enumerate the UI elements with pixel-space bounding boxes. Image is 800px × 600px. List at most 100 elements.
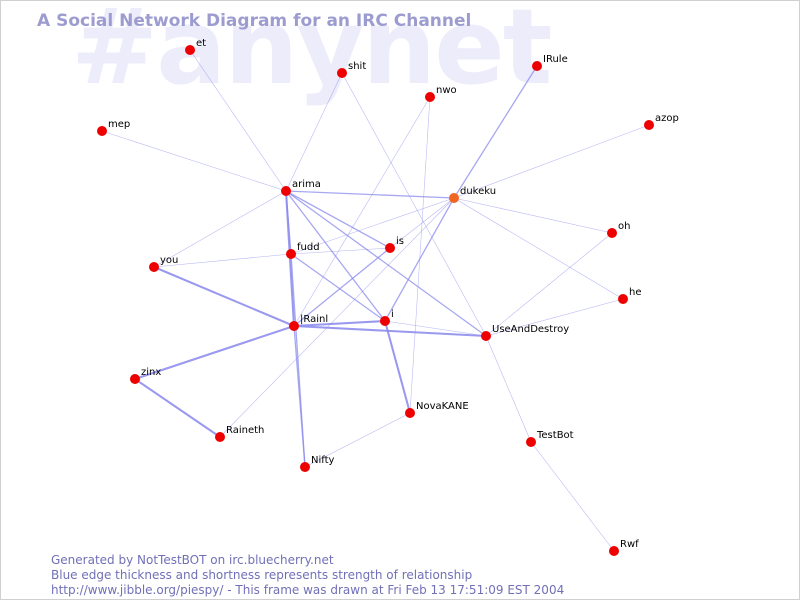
node-dot-zinx	[130, 374, 140, 384]
edge-Nifty-NovaKANE	[304, 412, 411, 468]
node-dot-oh	[607, 228, 617, 238]
node-label-he: he	[629, 287, 642, 298]
node-dot-you	[149, 262, 159, 272]
node-Rainl: |Rainl	[289, 314, 328, 331]
edge-arima-is	[285, 190, 391, 249]
edge-Rainl-zinx	[134, 325, 295, 380]
edge-Rainl-UseAndDestroy	[293, 324, 487, 338]
node-NovaKANE: NovaKANE	[405, 401, 469, 418]
node-dot-fudd	[286, 249, 296, 259]
edge-he-UseAndDestroy	[485, 298, 624, 337]
edge-dukeku-is	[389, 197, 455, 249]
diagram-title: A Social Network Diagram for an IRC Chan…	[37, 11, 472, 31]
edge-dukeku-fudd	[290, 197, 455, 255]
node-dot-is	[385, 243, 395, 253]
footer: Generated by NotTestBOT on irc.bluecherr…	[51, 553, 564, 598]
node-dot-et	[185, 45, 195, 55]
edge-oh-UseAndDestroy	[485, 232, 613, 337]
node-label-mep: mep	[108, 119, 130, 130]
node-TestBot: TestBot	[526, 430, 574, 447]
edge-fudd-i	[290, 253, 386, 322]
node-label-oh: oh	[618, 221, 630, 232]
node-label-Nifty: Nifty	[311, 455, 335, 466]
edge-i-NovaKANE	[384, 320, 411, 414]
node-zinx: zinx	[130, 367, 161, 384]
edge-nwo-NovaKANE	[409, 96, 431, 414]
node-label-dukeku: dukeku	[460, 186, 496, 197]
edge-Rainl-i	[293, 319, 386, 328]
node-label-Rainl: |Rainl	[300, 314, 328, 325]
node-label-zinx: zinx	[141, 367, 161, 378]
edge-arima-dukeku	[285, 190, 455, 199]
node-dot-Rainl	[289, 321, 299, 331]
edge-dukeku-Raineth	[219, 197, 455, 438]
node-label-fudd: fudd	[297, 242, 320, 253]
edge-et-arima	[189, 49, 287, 192]
edge-arima-UseAndDestroy	[285, 190, 487, 337]
node-dot-shit	[337, 68, 347, 78]
node-UseAndDestroy: UseAndDestroy	[481, 324, 569, 341]
node-label-IRule: IRule	[543, 54, 568, 65]
edge-arima-you	[153, 190, 287, 268]
edge-is-Rainl	[293, 247, 391, 327]
node-label-shit: shit	[348, 61, 366, 72]
edge-azop-dukeku	[453, 124, 650, 199]
node-arima: arima	[281, 179, 321, 196]
node-dot-arima	[281, 186, 291, 196]
edge-UseAndDestroy-TestBot	[485, 335, 532, 443]
edge-TestBot-Rwf	[530, 441, 615, 552]
node-label-arima: arima	[292, 179, 321, 190]
node-label-nwo: nwo	[436, 85, 457, 96]
edge-you-Rainl	[153, 266, 295, 327]
edge-arima-i	[285, 190, 386, 322]
node-layer: et shit IRule nwo mep azop arima dukeku is fudd oh…	[97, 38, 679, 556]
node-dukeku: dukeku	[449, 186, 496, 203]
node-label-UseAndDestroy: UseAndDestroy	[492, 324, 569, 335]
node-dot-Rwf	[609, 546, 619, 556]
edge-IRule-dukeku	[453, 65, 538, 199]
node-et: et	[185, 38, 206, 55]
edge-i-UseAndDestroy	[384, 320, 487, 337]
edge-Rainl-Nifty	[293, 325, 306, 468]
node-dot-UseAndDestroy	[481, 331, 491, 341]
node-dot-Raineth	[215, 432, 225, 442]
node-dot-mep	[97, 126, 107, 136]
edge-shit-arima	[285, 72, 343, 192]
node-dot-NovaKANE	[405, 408, 415, 418]
edge-layer	[101, 49, 650, 552]
node-dot-i	[380, 316, 390, 326]
channel-watermark: #anynet	[71, 0, 552, 108]
edge-dukeku-he	[453, 197, 624, 300]
node-dot-dukeku	[449, 193, 459, 203]
node-label-azop: azop	[655, 113, 679, 124]
edge-fudd-you	[153, 253, 292, 268]
edge-nwo-Rainl	[293, 96, 431, 327]
footer-legend-note: Blue edge thickness and shortness repres…	[51, 568, 473, 582]
footer-source-and-timestamp: http://www.jibble.org/piespy/ - This fra…	[51, 583, 565, 597]
node-label-Rwf: Rwf	[620, 539, 639, 550]
node-he: he	[618, 287, 642, 304]
node-label-NovaKANE: NovaKANE	[416, 401, 469, 412]
node-shit: shit	[337, 61, 366, 78]
node-label-et: et	[196, 38, 206, 49]
node-dot-azop	[644, 120, 654, 130]
node-label-you: you	[160, 255, 178, 266]
node-IRule: IRule	[532, 54, 568, 71]
edge-mep-arima	[101, 130, 287, 192]
node-Rwf: Rwf	[609, 539, 639, 556]
node-label-Raineth: Raineth	[226, 425, 264, 436]
footer-generated-by: Generated by NotTestBOT on irc.bluecherr…	[51, 553, 334, 567]
node-dot-he	[618, 294, 628, 304]
node-Raineth: Raineth	[215, 425, 264, 442]
node-oh: oh	[607, 221, 630, 238]
node-is: is	[385, 236, 404, 253]
node-nwo: nwo	[425, 85, 457, 102]
node-azop: azop	[644, 113, 679, 130]
node-label-TestBot: TestBot	[536, 430, 574, 441]
edge-dukeku-i	[384, 197, 455, 322]
node-dot-Nifty	[300, 462, 310, 472]
edge-zinx-Raineth	[134, 378, 221, 438]
edge-fudd-is	[290, 247, 391, 255]
